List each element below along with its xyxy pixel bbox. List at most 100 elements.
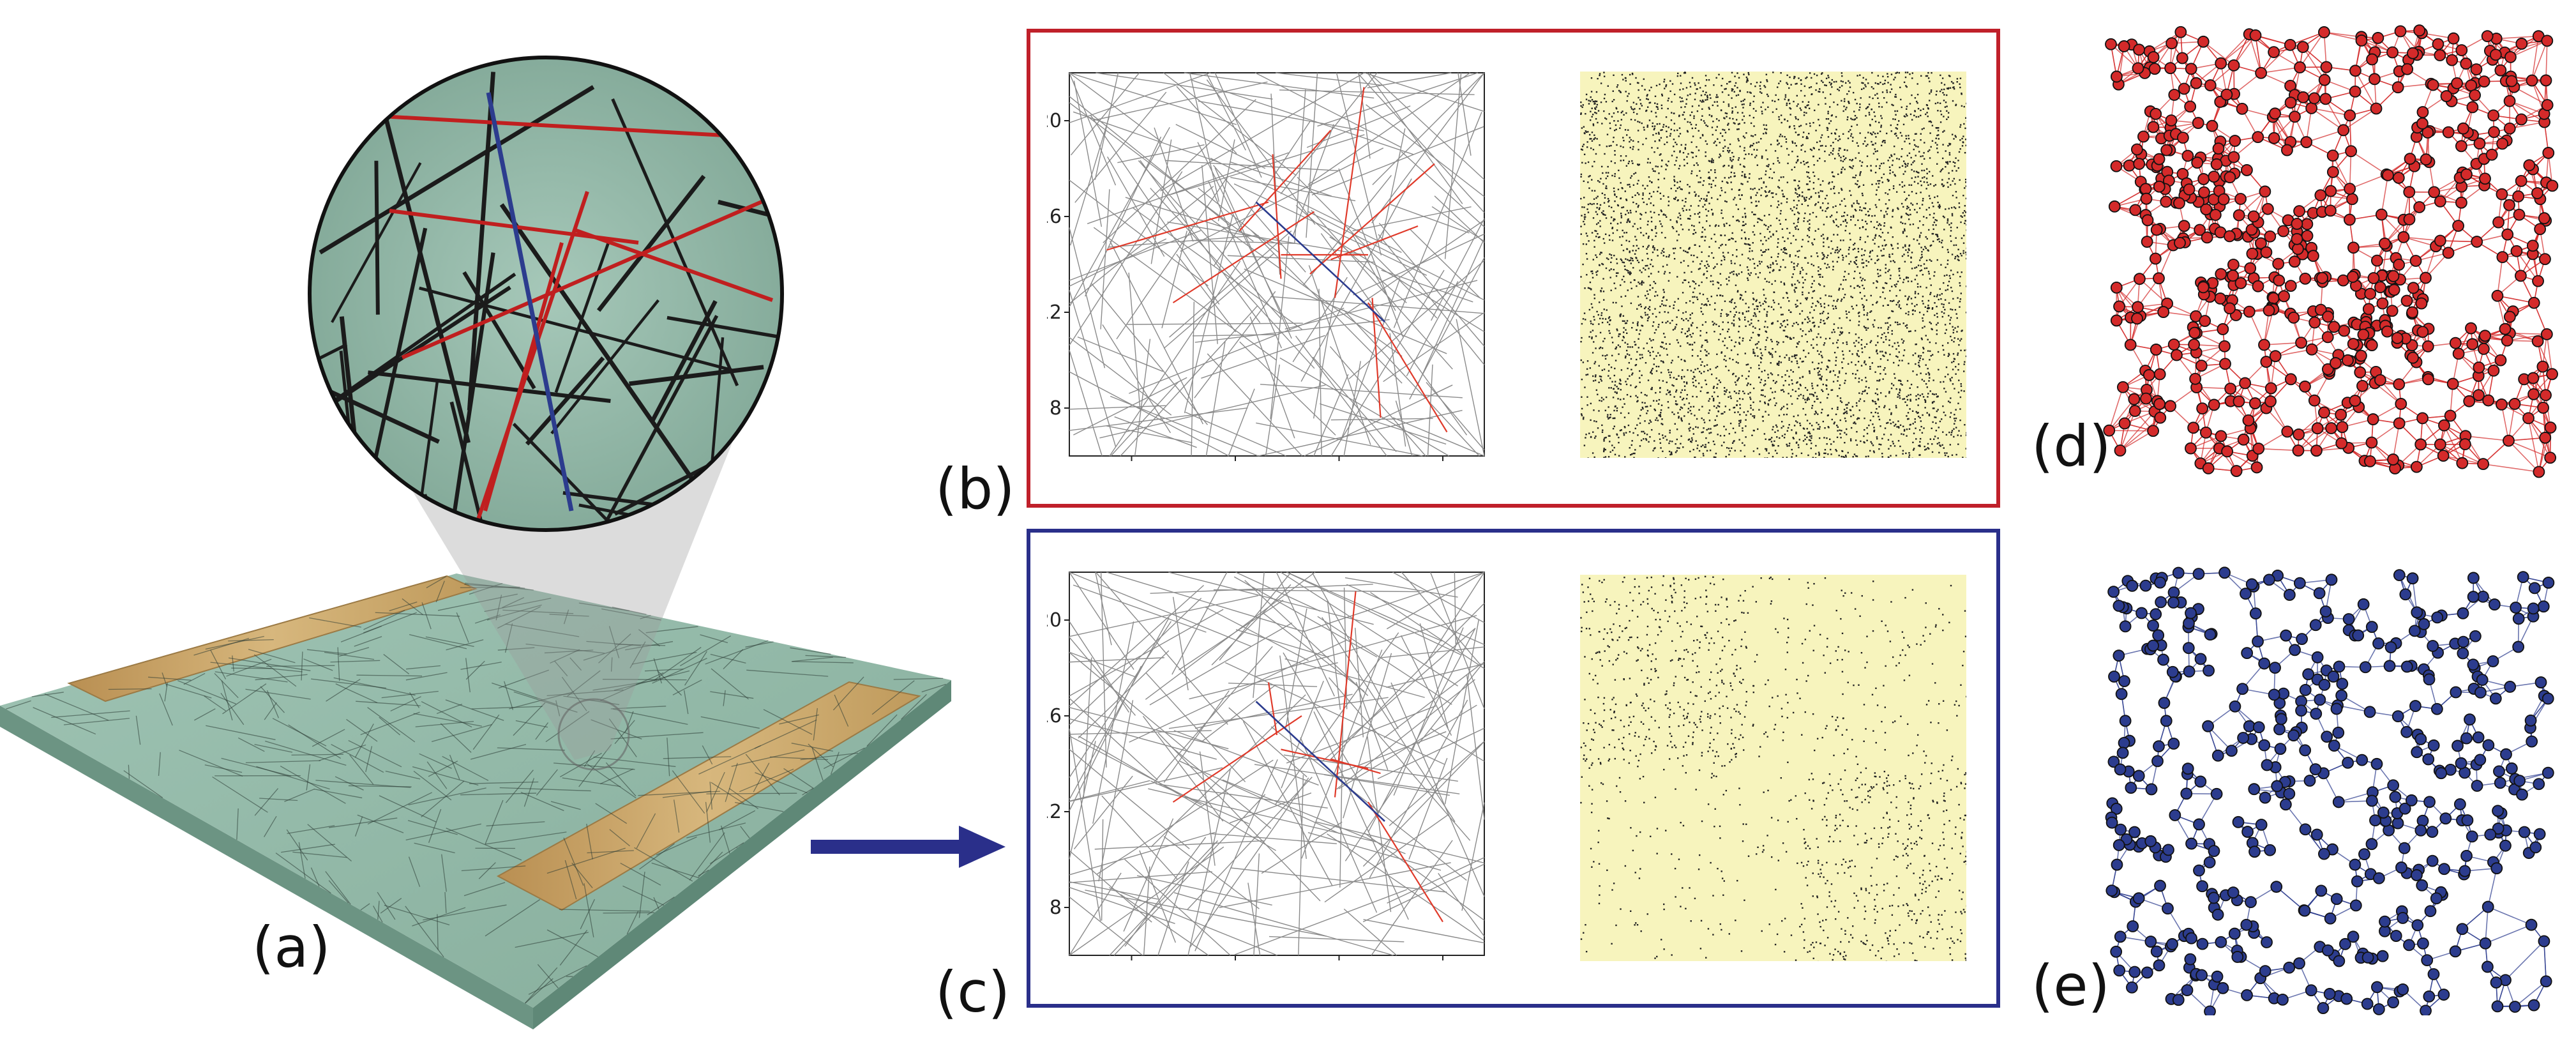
heatmap-dot (1941, 344, 1944, 347)
film-wire (625, 641, 674, 651)
heatmap-dot (1941, 89, 1943, 91)
heatmap-dot (1763, 181, 1765, 183)
heatmap-dot (1877, 97, 1879, 99)
heatmap-dot (1948, 315, 1950, 317)
heatmap-dot (1892, 236, 1894, 238)
heatmap-dot (1962, 252, 1964, 254)
heatmap-dot (1740, 297, 1742, 299)
heatmap-dot (1936, 239, 1939, 241)
heatmap-dot (1755, 205, 1757, 207)
heatmap-dot (1669, 440, 1671, 443)
heatmap-dot (1760, 138, 1762, 140)
heatmap-dot (1601, 314, 1602, 316)
heatmap-dot (1775, 217, 1778, 220)
wire-segment (1230, 177, 1356, 202)
heatmap-dot (1629, 183, 1631, 186)
heatmap-dot (1845, 420, 1847, 422)
heatmap-dot (1899, 184, 1901, 186)
heatmap-dot (1777, 186, 1779, 188)
heatmap-dot (1639, 445, 1641, 447)
heatmap-dot (1750, 83, 1752, 85)
heatmap-dot (1960, 435, 1962, 437)
film-wire (51, 710, 130, 718)
heatmap-dot (1590, 110, 1592, 112)
heatmap-dot (1630, 262, 1632, 264)
heatmap-dot (1819, 206, 1821, 208)
heatmap-dot (1590, 100, 1592, 102)
heatmap-dot (1885, 395, 1887, 397)
heatmap-dot (1796, 305, 1798, 307)
heatmap-dot (1840, 437, 1842, 439)
heatmap-dot (1759, 232, 1761, 235)
heatmap-dot (1630, 358, 1632, 360)
heatmap-dot (1962, 234, 1965, 237)
heatmap-dot (1680, 443, 1682, 444)
heatmap-dot (1638, 82, 1639, 84)
heatmap-dot (1735, 361, 1738, 363)
heatmap-dot (1650, 86, 1652, 89)
heatmap-dot (1885, 322, 1887, 324)
heatmap-dot (1660, 209, 1662, 211)
heatmap-dot (1669, 133, 1672, 135)
wire-segment (1120, 305, 1258, 457)
heatmap-dot (1625, 383, 1628, 386)
heatmap-dot (1734, 411, 1736, 414)
heatmap-dot (1742, 337, 1744, 340)
heatmap-dot (1686, 162, 1689, 164)
heatmap-dot (1828, 183, 1830, 185)
heatmap-dot (1919, 395, 1921, 397)
heatmap-dot (1659, 391, 1661, 393)
heatmap-dot (1701, 99, 1704, 102)
heatmap-dot (1724, 300, 1726, 302)
heatmap-dot (1864, 361, 1865, 364)
heatmap-dot (1881, 181, 1884, 183)
wire-segment (1307, 72, 1471, 185)
heatmap-dot (1809, 227, 1811, 229)
heatmap-dot (1610, 144, 1612, 147)
heatmap-dot (1616, 223, 1619, 225)
heatmap-dot (1705, 200, 1706, 202)
heatmap-dot (1635, 211, 1638, 213)
heatmap-dot (1623, 432, 1625, 434)
heatmap-dot (1683, 250, 1685, 252)
heatmap-dot (1892, 310, 1894, 312)
heatmap-dot (1886, 282, 1888, 285)
heatmap-dot (1770, 338, 1772, 341)
heatmap-dot (1818, 149, 1820, 151)
heatmap-dot (1800, 89, 1802, 92)
magnified-wire (374, 160, 380, 315)
heatmap-dot (1879, 392, 1882, 394)
heatmap-dot (1627, 212, 1630, 214)
heatmap-dot (1593, 437, 1596, 439)
wire-segment (1069, 230, 1201, 281)
heatmap-dot (1857, 145, 1859, 147)
heatmap-dot (1712, 397, 1715, 400)
heatmap-dot (1655, 235, 1657, 238)
heatmap-dot (1774, 301, 1775, 304)
heatmap-dot (1621, 206, 1623, 209)
heatmap-dot (1819, 303, 1822, 305)
heatmap-dot (1925, 216, 1928, 219)
heatmap-dot (1761, 354, 1763, 356)
heatmap-dot (1837, 225, 1839, 228)
heatmap-dot (1796, 95, 1798, 97)
heatmap-dot (1916, 374, 1918, 375)
heatmap-dot (1795, 390, 1796, 393)
heatmap-dot (1647, 308, 1650, 310)
heatmap-dot (1890, 275, 1892, 277)
heatmap-dot (1672, 227, 1675, 229)
film-wire (421, 602, 432, 630)
heatmap-dot (1659, 387, 1661, 390)
heatmap-dot (1766, 265, 1768, 268)
heatmap-dot (1913, 238, 1915, 240)
wire-segment (1395, 400, 1413, 457)
magnified-wire (310, 196, 328, 474)
heatmap-dot (1683, 260, 1685, 262)
heatmap-dot (1736, 72, 1738, 74)
heatmap-dot (1813, 148, 1815, 149)
heatmap-dot (1712, 280, 1714, 282)
heatmap-dot (1894, 153, 1895, 155)
heatmap-dot (1742, 299, 1744, 301)
heatmap-dot (1909, 113, 1912, 116)
heatmap-dot (1915, 145, 1917, 148)
